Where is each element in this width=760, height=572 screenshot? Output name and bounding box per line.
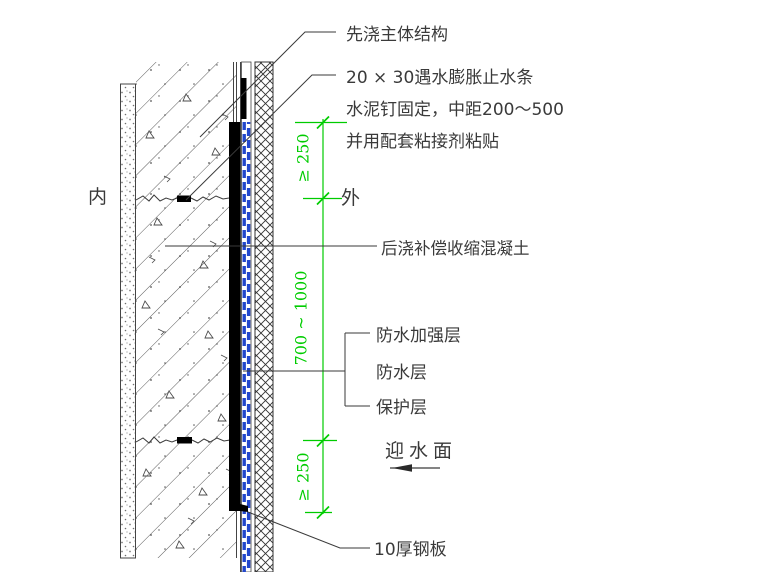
joint-line-bottom-left bbox=[135, 436, 178, 444]
waterstop-strip-bottom bbox=[177, 437, 192, 444]
water-facing-arrow-icon bbox=[390, 464, 440, 472]
label-steel-plate: 10厚钢板 bbox=[374, 540, 447, 560]
joint-line-top-left bbox=[135, 194, 178, 202]
leader-steel-plate bbox=[247, 511, 370, 549]
label-waterstop-line3: 并用配套粘接剂粘贴 bbox=[346, 132, 499, 152]
leader-first-cast bbox=[199, 31, 336, 138]
joint-line-top-right bbox=[190, 195, 230, 202]
interior-finish-layer bbox=[120, 83, 136, 559]
steel-plate-top-bar bbox=[241, 78, 247, 119]
aggregate-triangle-symbols bbox=[141, 93, 227, 549]
label-protection-layer: 保护层 bbox=[376, 398, 427, 418]
waterproof-membrane-layer bbox=[241, 61, 252, 572]
dimension-post-cast-width: 700 ~ 1000 bbox=[292, 271, 311, 366]
label-waterstop-line2: 水泥钉固定，中距200～500 bbox=[346, 100, 564, 120]
reinforcement-layer-strip bbox=[229, 122, 240, 511]
dimension-bottom-extension: ≥ 250 bbox=[294, 452, 313, 501]
callout-texts: 先浇主体结构 20 × 30遇水膨胀止水条 水泥钉固定，中距200～500 并用… bbox=[88, 25, 564, 560]
concrete-wall-section bbox=[136, 62, 236, 558]
label-waterproof-layer: 防水层 bbox=[376, 363, 427, 383]
label-outside: 外 bbox=[341, 187, 360, 209]
label-water-facing-side: 迎水面 bbox=[385, 440, 457, 462]
joint-line-bottom-right bbox=[191, 437, 231, 444]
dimension-ticks bbox=[316, 115, 330, 520]
waterstop-strip-top bbox=[177, 195, 191, 202]
protection-layer-strip bbox=[254, 61, 274, 572]
label-inside: 内 bbox=[88, 186, 107, 208]
label-waterstop-line1: 20 × 30遇水膨胀止水条 bbox=[346, 68, 533, 88]
dimension-top-extension: ≥ 250 bbox=[294, 133, 313, 182]
construction-joints bbox=[135, 194, 231, 444]
label-reinforcement-layer: 防水加强层 bbox=[376, 326, 461, 346]
leader-lines bbox=[165, 31, 377, 549]
leader-layer-bracket bbox=[243, 332, 370, 407]
steel-plate-bottom-foot bbox=[240, 504, 248, 512]
dimension-lines bbox=[295, 119, 347, 514]
leader-waterstop bbox=[185, 74, 336, 201]
label-first-cast-structure: 先浇主体结构 bbox=[346, 25, 448, 45]
concrete-aggregate-dots bbox=[136, 62, 236, 558]
label-post-cast-concrete: 后浇补偿收缩混凝土 bbox=[381, 239, 530, 258]
